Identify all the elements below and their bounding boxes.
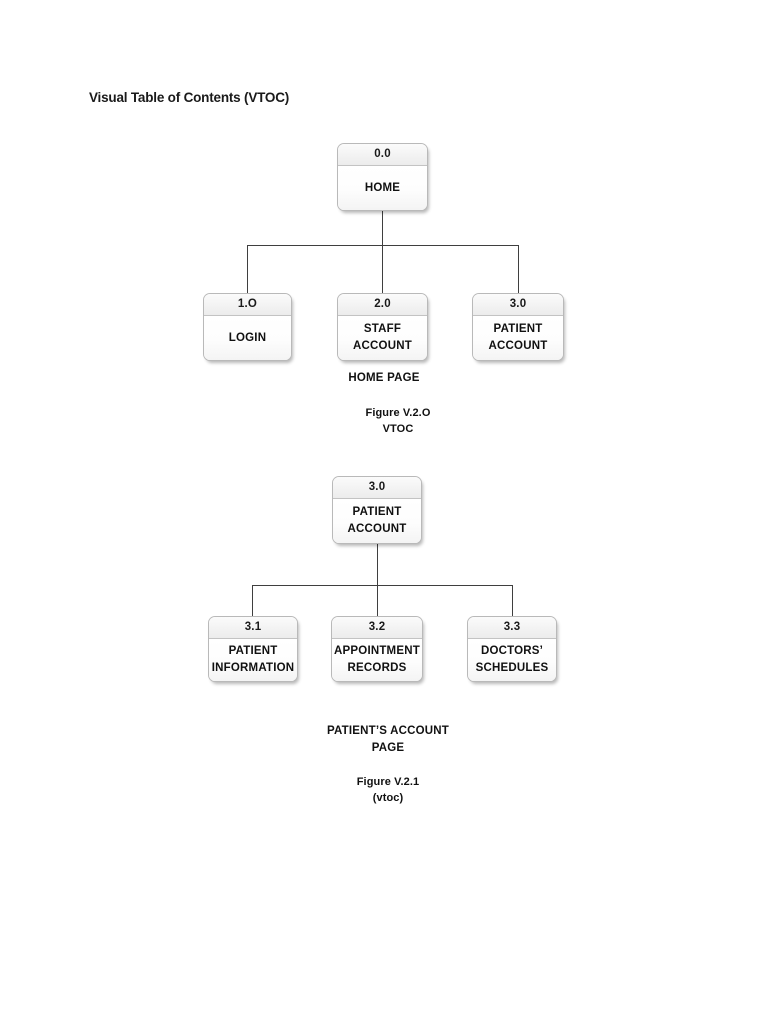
node-3-0-patient-account[interactable]: 3.0 PATIENT ACCOUNT	[472, 293, 564, 361]
node-label: APPOINTMENT RECORDS	[332, 639, 422, 681]
connector-root-stem	[377, 544, 378, 618]
diagram-vtoc-home: 0.0 HOME 1.O LOGIN 2.0 STAFF ACCOUNT 3.0…	[0, 135, 768, 445]
node-3-0-patient-account-root[interactable]: 3.0 PATIENT ACCOUNT	[332, 476, 422, 544]
node-2-0-staff-account[interactable]: 2.0 STAFF ACCOUNT	[337, 293, 428, 361]
diagram-vtoc-patient-account: 3.0 PATIENT ACCOUNT 3.1 PATIENT INFORMAT…	[0, 468, 768, 818]
node-id: 2.0	[338, 294, 427, 316]
node-id: 1.O	[204, 294, 291, 316]
diagram-page-caption: HOME PAGE	[348, 372, 420, 384]
connector-drop-1	[247, 245, 248, 297]
node-3-1-patient-information[interactable]: 3.1 PATIENT INFORMATION	[208, 616, 298, 682]
node-3-2-appointment-records[interactable]: 3.2 APPOINTMENT RECORDS	[331, 616, 423, 682]
node-0-0-home[interactable]: 0.0 HOME	[337, 143, 428, 211]
connector-drop-3	[512, 585, 513, 618]
node-label: STAFF ACCOUNT	[338, 316, 427, 360]
node-id: 3.0	[473, 294, 563, 316]
node-label: PATIENT ACCOUNT	[333, 499, 421, 543]
connector-horizontal-bus	[252, 585, 513, 586]
diagram-page-caption: PATIENT’S ACCOUNT PAGE	[326, 725, 450, 754]
connector-drop-3	[518, 245, 519, 297]
node-label: LOGIN	[204, 316, 291, 360]
node-label: HOME	[338, 166, 427, 210]
node-id: 3.2	[332, 617, 422, 639]
node-id: 3.3	[468, 617, 556, 639]
node-label: PATIENT INFORMATION	[209, 639, 297, 681]
page-title: Visual Table of Contents (VTOC)	[89, 90, 290, 105]
node-3-3-doctors-schedules[interactable]: 3.3 DOCTORS’ SCHEDULES	[467, 616, 557, 682]
node-id: 0.0	[338, 144, 427, 166]
connector-drop-1	[252, 585, 253, 618]
diagram-figure-caption: Figure V.2.1 (vtoc)	[356, 776, 420, 804]
connector-drop-2	[377, 585, 378, 618]
connector-horizontal-bus	[247, 245, 519, 246]
node-1-0-login[interactable]: 1.O LOGIN	[203, 293, 292, 361]
node-label: DOCTORS’ SCHEDULES	[468, 639, 556, 681]
connector-drop-2	[382, 245, 383, 297]
node-id: 3.1	[209, 617, 297, 639]
node-label: PATIENT ACCOUNT	[473, 316, 563, 360]
diagram-figure-caption: Figure V.2.O VTOC	[365, 407, 431, 435]
node-id: 3.0	[333, 477, 421, 499]
